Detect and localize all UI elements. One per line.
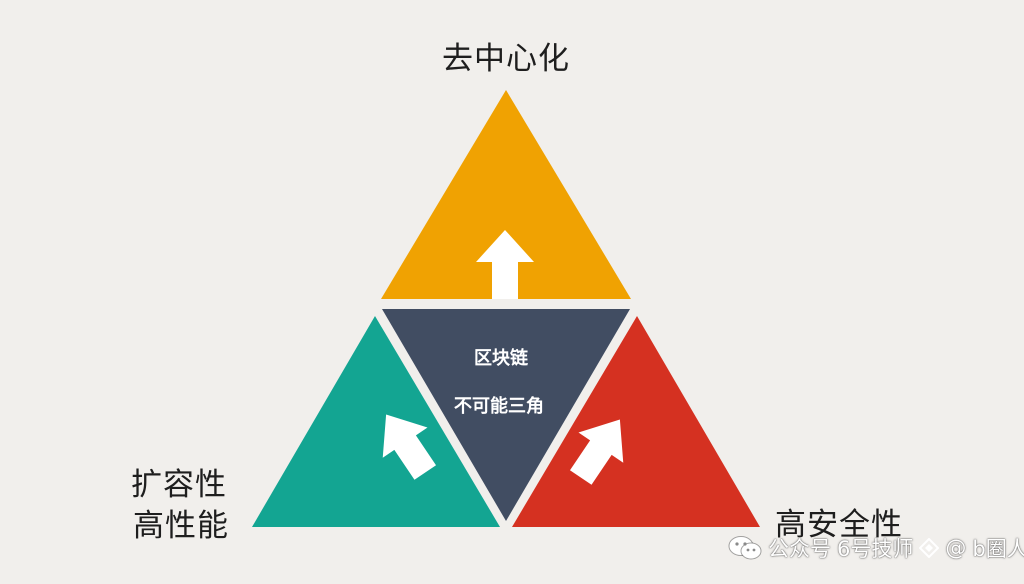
watermark-text-handle: b圈人生_ — [972, 537, 1024, 561]
top-triangle — [381, 90, 631, 299]
center-text-line1: 区块链 — [474, 348, 528, 369]
watermark-text-account: 公众号 — [768, 537, 831, 561]
left-label-line2: 高性能 — [133, 508, 229, 544]
right-triangle — [512, 316, 760, 527]
diamond-logo-icon — [919, 538, 940, 558]
left-arrow-icon — [382, 414, 437, 480]
watermark-text-name: 6号技师 — [837, 537, 914, 561]
right-label: 高安全性 — [775, 507, 903, 543]
left-triangle — [252, 316, 500, 527]
top-arrow-icon — [476, 230, 534, 299]
watermark-at-sign: @ — [945, 536, 967, 560]
top-label: 去中心化 — [442, 41, 570, 77]
left-label-line1: 扩容性 — [131, 467, 227, 503]
watermark: 公众号 6号技师 @ b圈人生_ — [728, 533, 1024, 563]
right-arrow-icon — [569, 419, 624, 485]
center-triangle — [382, 309, 630, 521]
wechat-icon — [728, 536, 762, 560]
center-text-line2: 不可能三角 — [454, 396, 544, 417]
